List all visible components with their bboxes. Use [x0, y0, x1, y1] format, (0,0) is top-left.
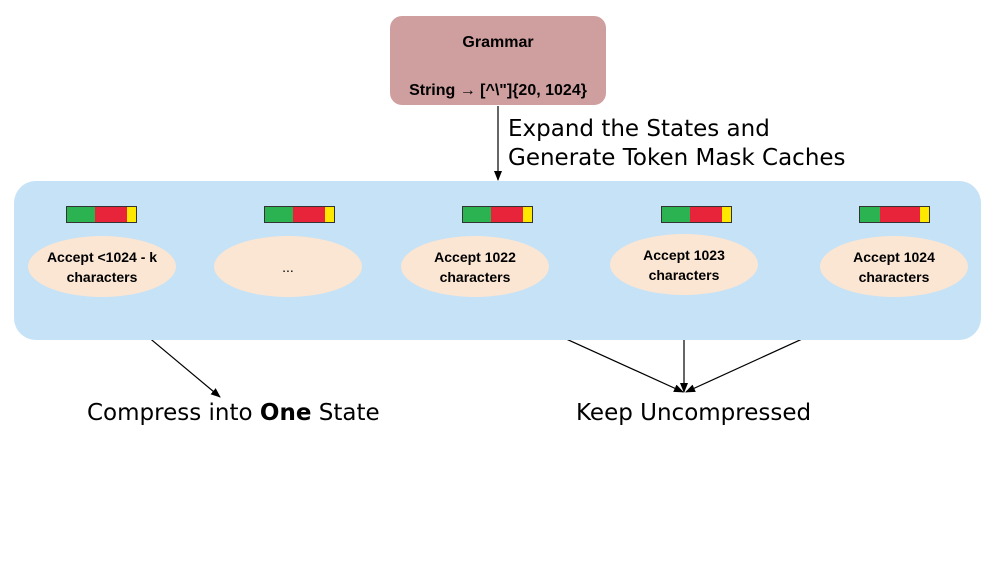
mask-segment-yellow [325, 207, 334, 222]
state-node-line-1: Accept 1023 [643, 246, 725, 263]
mask-segment-red [293, 207, 325, 222]
keep-outcome-label: Keep Uncompressed [576, 400, 812, 426]
token-mask-bar [661, 206, 732, 223]
grammar-box: Grammar String → [^\"]{20, 1024} [390, 16, 606, 105]
state-node-line-1: Accept <1024 - k [46, 248, 158, 265]
state-node-line-1: Accept 1022 [434, 248, 516, 265]
compress-outcome-label: Compress into One State [87, 400, 380, 426]
mask-segment-green [67, 207, 95, 222]
mask-segment-yellow [127, 207, 136, 222]
expand-step-line-1: Expand the States and [508, 116, 770, 142]
grammar-title: Grammar [462, 34, 534, 51]
mask-segment-red [880, 207, 920, 222]
state-node-accept-1022: Accept 1022 characters [401, 236, 549, 297]
state-node-accept-less-than-1024-minus-k: Accept <1024 - k characters [28, 236, 176, 297]
state-node-ellipsis: ... [214, 236, 362, 297]
state-node-line-2: characters [648, 266, 720, 283]
state-node-line-2: characters [66, 268, 138, 285]
mask-segment-green [265, 207, 293, 222]
compress-suffix: State [311, 400, 380, 426]
mask-segment-yellow [722, 207, 731, 222]
compress-emphasis: One [259, 400, 312, 426]
token-mask-bar [66, 206, 137, 223]
mask-segment-red [491, 207, 523, 222]
state-node-line-2: characters [858, 268, 930, 285]
mask-segment-red [95, 207, 127, 222]
grammar-rule: String → [^\"]{20, 1024} [409, 82, 587, 99]
token-mask-bar [264, 206, 335, 223]
expand-step-line-2: Generate Token Mask Caches [508, 145, 846, 171]
state-node-line-1: ... [282, 258, 294, 275]
mask-segment-red [690, 207, 722, 222]
token-mask-bar [859, 206, 930, 223]
mask-segment-yellow [523, 207, 532, 222]
compress-prefix: Compress into [87, 400, 260, 426]
mask-segment-green [463, 207, 491, 222]
mask-segment-green [662, 207, 690, 222]
state-node-accept-1024: Accept 1024 characters [820, 236, 968, 297]
state-node-accept-1023: Accept 1023 characters [610, 234, 758, 295]
token-mask-bar [462, 206, 533, 223]
state-node-line-2: characters [439, 268, 511, 285]
mask-segment-yellow [920, 207, 929, 222]
mask-segment-green [860, 207, 880, 222]
state-node-line-1: Accept 1024 [853, 248, 935, 265]
expand-step-label: Expand the States and Generate Token Mas… [508, 115, 846, 173]
